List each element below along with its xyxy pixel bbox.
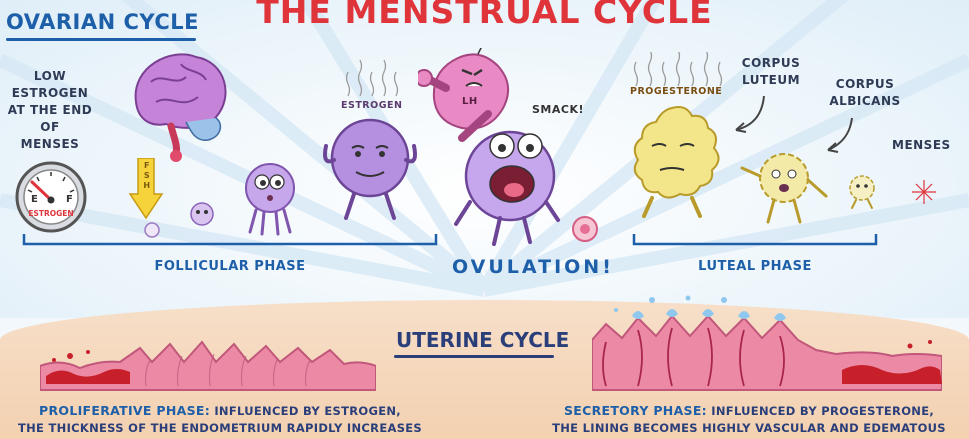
follicular-bracket (22, 234, 438, 246)
uterine-heading-underline (394, 355, 554, 358)
progesterone-chip-label: PROGESTERONE (630, 86, 723, 97)
sparkle-icon (912, 180, 936, 204)
low-estrogen-line-1: LOW (33, 69, 67, 83)
released-egg-icon (572, 216, 598, 242)
follicular-phase-label: FOLLICULAR PHASE (154, 259, 306, 274)
low-estrogen-line-3: AT THE END OF (7, 103, 93, 134)
corpus-albicans-icon (849, 175, 875, 209)
corpus-albicans-label: CORPUS ALBICANS (820, 76, 910, 110)
ovarian-background (0, 0, 969, 318)
gauge-f-label: F (66, 194, 73, 205)
proliferative-caption: PROLIFERATIVE PHASE: INFLUENCED BY ESTRO… (0, 402, 440, 437)
tiny-follicle-icon (144, 222, 160, 238)
proliferative-phase-name: PROLIFERATIVE PHASE: (39, 403, 211, 418)
growing-follicle-icon (245, 163, 295, 236)
low-estrogen-line-4: MENSES (20, 137, 80, 151)
lh-hormone-icon (418, 48, 509, 142)
ovarian-cycle-heading: OVARIAN CYCLE (6, 10, 199, 34)
estrogen-waves (345, 59, 399, 97)
regressing-corpus-icon (740, 153, 828, 224)
secretory-description-2: THE LINING BECOMES HIGHLY VASCULAR AND E… (552, 421, 946, 435)
luteal-phase-label: LUTEAL PHASE (698, 259, 812, 274)
menses-label: MENSES (892, 138, 951, 152)
corpus-albicans-line-1: CORPUS (835, 77, 895, 91)
ovarian-heading-underline (6, 38, 196, 41)
proliferative-caption-line-1: PROLIFERATIVE PHASE: INFLUENCED BY ESTRO… (0, 402, 440, 420)
proliferative-description-2: THE THICKNESS OF THE ENDOMETRIUM RAPIDLY… (17, 421, 423, 435)
page-title: THE MENSTRUAL CYCLE (256, 0, 713, 31)
proliferative-description-1: INFLUENCED BY ESTROGEN, (214, 404, 401, 418)
corpus-luteum-line-2: LUTEUM (741, 73, 801, 87)
secretory-caption: SECRETORY PHASE: INFLUENCED BY PROGESTER… (529, 402, 969, 437)
smack-label: SMACK! (532, 103, 584, 116)
dominant-follicle-icon (323, 118, 417, 220)
corpus-luteum-icon (633, 106, 720, 218)
low-estrogen-label: LOW ESTROGEN AT THE END OF MENSES (0, 68, 100, 153)
ovulation-label: OVULATION! (452, 256, 614, 278)
small-follicle-icon (190, 202, 214, 226)
low-estrogen-line-2: ESTROGEN (11, 86, 89, 100)
corpus-albicans-arrow (827, 117, 853, 153)
secretory-endometrium (592, 295, 942, 391)
fsh-arrow-icon (128, 158, 164, 220)
corpus-luteum-label: CORPUS LUTEUM (731, 55, 811, 89)
proliferative-endometrium (40, 340, 376, 391)
corpus-luteum-line-1: CORPUS (741, 56, 801, 70)
estrogen-chip-label: ESTROGEN (341, 100, 403, 111)
secretory-description-1: INFLUENCED BY PROGESTERONE, (711, 404, 935, 418)
secretory-phase-name: SECRETORY PHASE: (563, 403, 707, 418)
corpus-albicans-line-2: ALBICANS (829, 94, 901, 108)
progesterone-waves (633, 52, 723, 87)
corpus-luteum-arrow (735, 95, 765, 133)
secretory-caption-line-1: SECRETORY PHASE: INFLUENCED BY PROGESTER… (529, 402, 969, 420)
luteal-bracket (632, 234, 878, 246)
estrogen-gauge-icon: E F ESTROGEN (15, 161, 87, 233)
brain-icon (134, 53, 227, 162)
gauge-estrogen-label: ESTROGEN (28, 209, 73, 218)
lh-label: LH (462, 96, 478, 107)
uterine-cycle-heading: UTERINE CYCLE (396, 328, 570, 352)
gauge-e-label: E (31, 194, 38, 205)
small-follicles (144, 202, 214, 238)
ovulating-follicle-icon (454, 130, 560, 246)
